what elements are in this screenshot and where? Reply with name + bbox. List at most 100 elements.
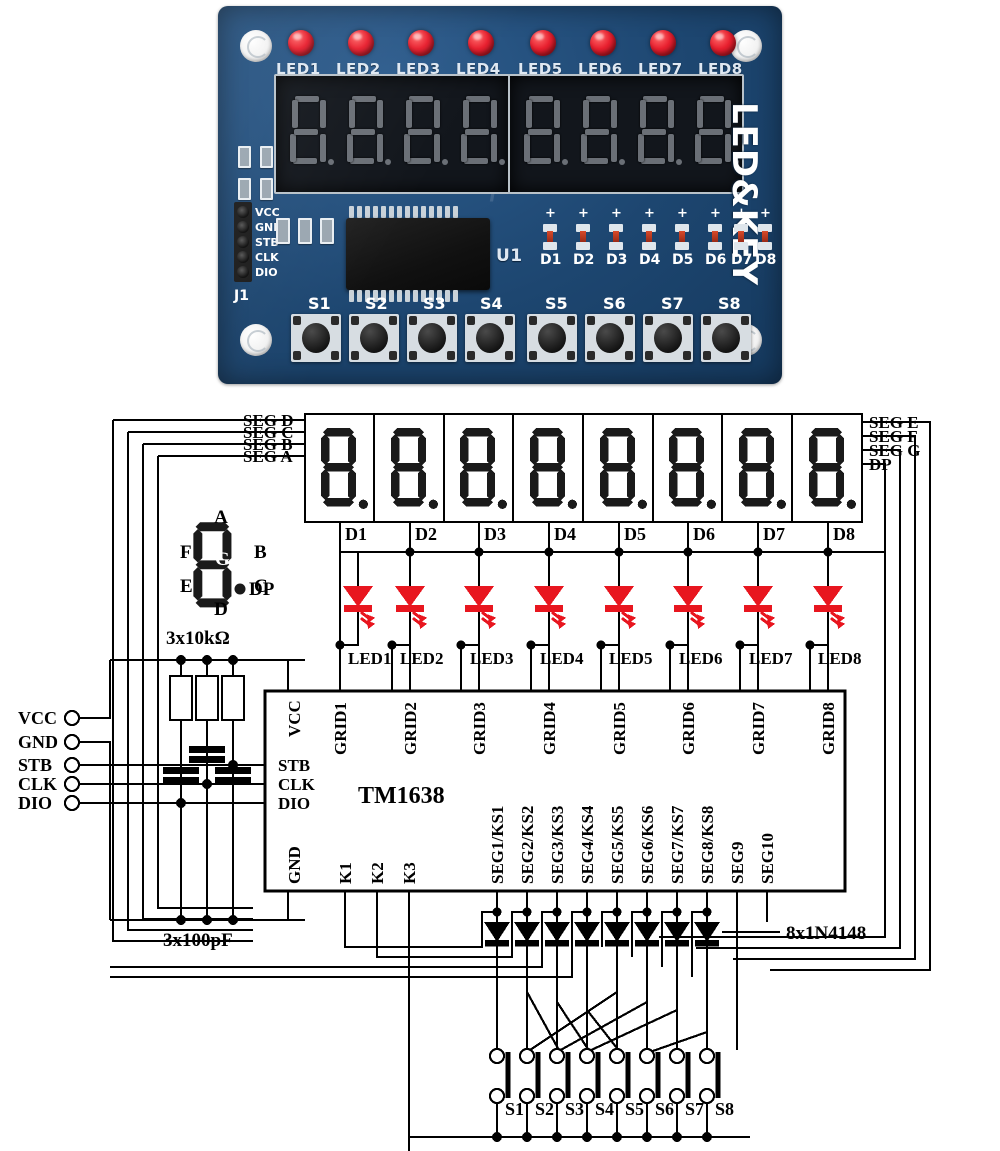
diode-plus-3: +: [611, 206, 622, 221]
board-led-label-5: LED5: [518, 60, 563, 78]
ic-pin-stb: STB: [278, 756, 310, 775]
legend-seg-g: G: [215, 549, 230, 570]
label-diodes: 8x1N4148: [786, 923, 866, 944]
schem-switch-s4[interactable]: S4: [595, 1099, 614, 1119]
header-pin-label-stb: STB: [255, 236, 279, 249]
label-led2: LED2: [400, 649, 443, 668]
label-led3: LED3: [470, 649, 513, 668]
ic-pin-clk: CLK: [278, 775, 316, 794]
diode-plus-7: +: [736, 206, 747, 221]
ic-pin-grid5: GRID5: [610, 702, 629, 755]
label-ic-tm1638: TM1638: [358, 783, 445, 809]
conn-label-gnd: GND: [18, 732, 58, 752]
label-digit-d6: D6: [693, 524, 715, 544]
segment-legend: [193, 522, 246, 608]
diode-plus-5: +: [677, 206, 688, 221]
smd-capacitor-d: [260, 178, 273, 200]
board-led-4: [468, 30, 494, 56]
label-seg-d: SEG D: [243, 411, 294, 430]
label-digit-d1: D1: [345, 524, 367, 544]
photo-diode-4: [642, 224, 656, 250]
ic-pin-seg10: SEG10: [758, 833, 777, 884]
schem-switch-s2[interactable]: S2: [535, 1099, 554, 1119]
photo-diode-7: [734, 224, 748, 250]
ic-pin-grid2: GRID2: [401, 702, 420, 755]
photo-switch-2[interactable]: [349, 314, 399, 362]
label-led6: LED6: [679, 649, 722, 668]
label-seg-b: SEG B: [243, 435, 293, 454]
diode-plus-1: +: [545, 206, 556, 221]
label-digit-d8: D8: [833, 524, 855, 544]
legend-seg-d: D: [214, 599, 228, 620]
ic-pin-seg3: SEG3/KS3: [548, 806, 567, 884]
ic-pin-grid7: GRID7: [749, 702, 768, 755]
label-seg-f: SEG F: [869, 427, 918, 446]
schem-switch-s1[interactable]: S1: [505, 1099, 524, 1119]
conn-label-vcc: VCC: [18, 708, 57, 728]
conn-label-stb: STB: [18, 755, 52, 775]
schem-switch-s6[interactable]: S6: [655, 1099, 674, 1119]
conn-label-dio: DIO: [18, 793, 52, 813]
photo-digit-6: [579, 96, 625, 170]
legend-seg-f: F: [180, 542, 192, 563]
ic-pin-grid3: GRID3: [470, 702, 489, 755]
photo-diode-3: [609, 224, 623, 250]
board-led-5: [530, 30, 556, 56]
ic-pin-vcc: VCC: [285, 700, 304, 737]
pcb-board: electronics-fun LED1 LED2 LED3 LED4 LED5…: [218, 6, 782, 384]
label-seg-a: SEG A: [243, 447, 293, 466]
photo-switch-label-8: S8: [718, 294, 741, 313]
schematic-diagram: SEG D SEG C SEG B SEG A SEG E SEG F SEG …: [0, 392, 1000, 1151]
label-dp: DP: [869, 455, 892, 474]
chip-u1-body: [346, 218, 490, 290]
label-resistors: 3x10kΩ: [166, 628, 230, 649]
photo-switch-1[interactable]: [291, 314, 341, 362]
board-led-label-1: LED1: [276, 60, 321, 78]
label-digit-d4: D4: [554, 524, 576, 544]
chip-ref-label-u1: U1: [496, 246, 523, 266]
photo-switch-8[interactable]: [701, 314, 751, 362]
label-seg-c: SEG C: [243, 423, 294, 442]
photo-switch-5[interactable]: [527, 314, 577, 362]
ic-pin-k1: K1: [336, 862, 355, 884]
smd-resistor-a: [276, 218, 290, 244]
photo-digit-8: [693, 96, 739, 170]
ic-pin-seg2: SEG2/KS2: [518, 806, 537, 884]
header-pin-label-gnd: GND: [255, 221, 283, 234]
label-digit-d5: D5: [624, 524, 646, 544]
wire-seg-d-bus: [111, 420, 253, 943]
photo-switch-3[interactable]: [407, 314, 457, 362]
photo-diode-2: [576, 224, 590, 250]
pin-header-j1: [234, 202, 252, 282]
photo-diode-label-8: D8: [755, 252, 777, 268]
display-module-left: [274, 74, 510, 194]
photo-switch-7[interactable]: [643, 314, 693, 362]
ic-pin-seg6: SEG6/KS6: [638, 806, 657, 884]
photo-switch-label-7: S7: [661, 294, 684, 313]
smd-resistor-b: [298, 218, 312, 244]
photo-switch-label-6: S6: [603, 294, 626, 313]
schem-switch-s3[interactable]: S3: [565, 1099, 584, 1119]
photo-diode-8: [758, 224, 772, 250]
board-led-label-7: LED7: [638, 60, 683, 78]
ic-pin-dio: DIO: [278, 794, 310, 813]
ic-pin-k3: K3: [400, 862, 419, 884]
ic-pin-seg9: SEG9: [728, 841, 747, 884]
photo-digit-7: [636, 96, 682, 170]
schem-switch-s8[interactable]: S8: [715, 1099, 734, 1119]
mounting-hole-top-right: [730, 30, 762, 62]
schem-switch-s7[interactable]: S7: [685, 1099, 704, 1119]
board-led-label-3: LED3: [396, 60, 441, 78]
photo-digit-2: [345, 96, 391, 170]
photo-switch-4[interactable]: [465, 314, 515, 362]
label-digit-d7: D7: [763, 524, 785, 544]
photo-diode-6: [708, 224, 722, 250]
board-brand-text: LED&KEY: [724, 102, 764, 286]
photo-switch-label-3: S3: [423, 294, 446, 313]
mounting-hole-bottom-right: [730, 324, 762, 356]
photo-switch-6[interactable]: [585, 314, 635, 362]
ic-pin-seg8: SEG8/KS8: [698, 806, 717, 884]
schem-switch-s5[interactable]: S5: [625, 1099, 644, 1119]
label-led8: LED8: [818, 649, 861, 668]
